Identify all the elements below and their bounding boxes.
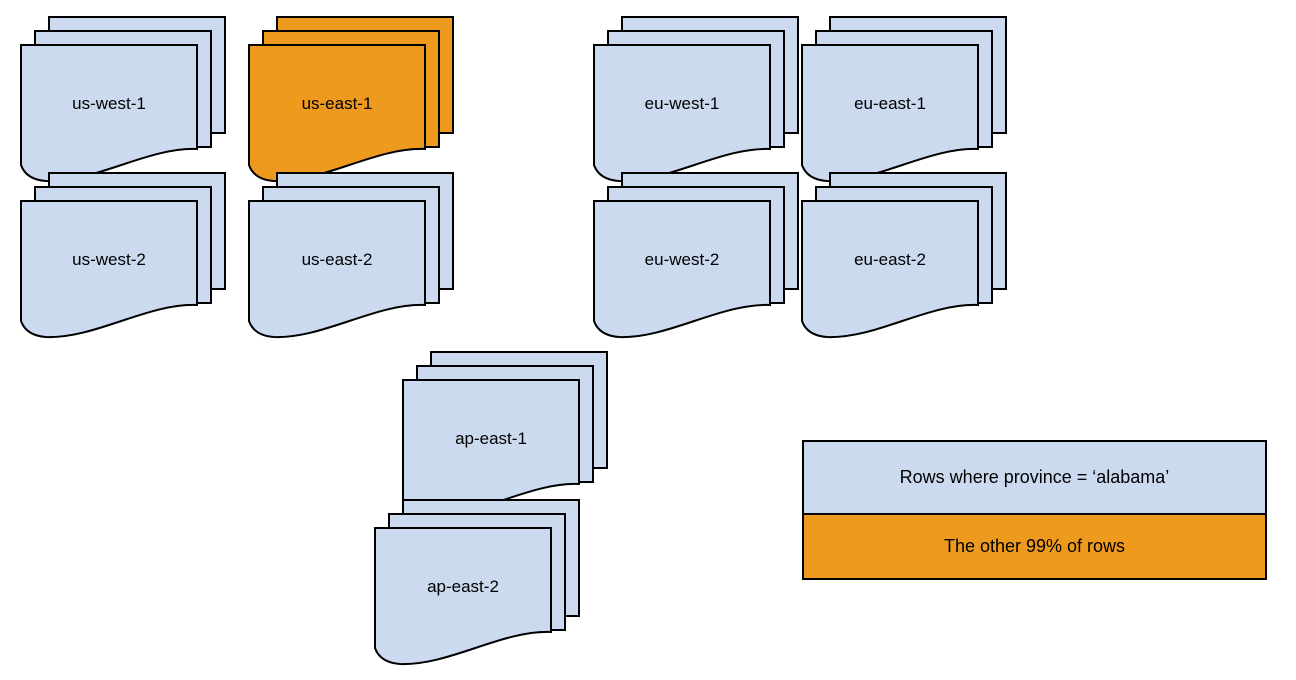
stack-us-east-1[interactable]: us-east-1 xyxy=(247,15,455,197)
stack-ap-east-2[interactable]: ap-east-2 xyxy=(373,498,581,680)
stack-ap-east-1[interactable]: ap-east-1 xyxy=(401,350,609,532)
legend-label-orange: The other 99% of rows xyxy=(943,536,1126,556)
stack-eu-east-1[interactable]: eu-east-1 xyxy=(800,15,1008,197)
stack-us-east-2[interactable]: us-east-2 xyxy=(247,171,455,353)
legend-label-blue: Rows where province = ‘alabama’ xyxy=(899,467,1170,487)
stack-us-west-2[interactable]: us-west-2 xyxy=(19,171,227,353)
stack-eu-east-2[interactable]: eu-east-2 xyxy=(800,171,1008,353)
stack-us-west-1[interactable]: us-west-1 xyxy=(19,15,227,197)
stack-eu-west-2[interactable]: eu-west-2 xyxy=(592,171,800,353)
legend-row-orange: The other 99% of rows xyxy=(804,513,1265,578)
legend: Rows where province = ‘alabama’ The othe… xyxy=(802,440,1267,580)
stack-eu-west-1[interactable]: eu-west-1 xyxy=(592,15,800,197)
legend-row-blue: Rows where province = ‘alabama’ xyxy=(804,442,1265,513)
